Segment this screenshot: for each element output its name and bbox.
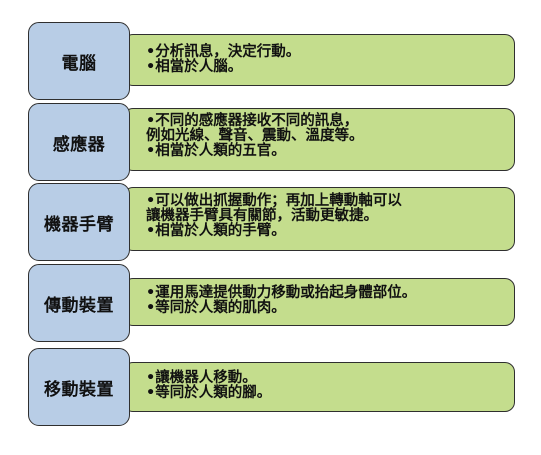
description-line: •可以做出抓握動作；再加上轉動軸可以 — [146, 193, 402, 209]
description-line: 讓機器手臂具有關節，活動更敏捷。 — [146, 208, 378, 224]
description-line: •相當於人類的手臂。 — [146, 223, 286, 239]
description-line: •讓機器人移動。 — [146, 370, 257, 386]
component-label: 傳動裝置 — [28, 264, 130, 342]
description-box: •運用馬達提供動力移動或抬起身體部位。 •等同於人類的肌肉。 — [123, 278, 515, 326]
component-row-sensor: •不同的感應器接收不同的訊息， 例如光線、聲音、震動、溫度等。 •相當於人類的五… — [28, 103, 515, 181]
component-row-robot-arm: •可以做出抓握動作；再加上轉動軸可以 讓機器手臂具有關節，活動更敏捷。 •相當於… — [28, 183, 515, 261]
component-row-actuator: •運用馬達提供動力移動或抬起身體部位。 •等同於人類的肌肉。 傳動裝置 — [28, 264, 515, 342]
description-line: •分析訊息，決定行動。 — [146, 44, 301, 60]
description-line: •相當於人類的五官。 — [146, 143, 286, 159]
description-box: •可以做出抓握動作；再加上轉動軸可以 讓機器手臂具有關節，活動更敏捷。 •相當於… — [123, 187, 515, 251]
description-box: •分析訊息，決定行動。 •相當於人腦。 — [123, 34, 515, 86]
component-label: 移動裝置 — [28, 348, 130, 426]
component-label: 感應器 — [28, 103, 130, 181]
description-line: •不同的感應器接收不同的訊息， — [146, 113, 359, 129]
description-box: •讓機器人移動。 •等同於人類的腳。 — [123, 362, 515, 412]
component-row-locomotion: •讓機器人移動。 •等同於人類的腳。 移動裝置 — [28, 348, 515, 426]
description-line: •等同於人類的肌肉。 — [146, 300, 286, 316]
description-line: •等同於人類的腳。 — [146, 385, 272, 401]
component-row-computer: •分析訊息，決定行動。 •相當於人腦。 電腦 — [28, 22, 515, 100]
description-line: 例如光線、聲音、震動、溫度等。 — [146, 128, 364, 144]
description-line: •相當於人腦。 — [146, 59, 243, 75]
description-box: •不同的感應器接收不同的訊息， 例如光線、聲音、震動、溫度等。 •相當於人類的五… — [123, 108, 515, 171]
component-label: 電腦 — [28, 22, 130, 100]
description-line: •運用馬達提供動力移動或抬起身體部位。 — [146, 285, 417, 301]
component-label: 機器手臂 — [28, 183, 130, 261]
